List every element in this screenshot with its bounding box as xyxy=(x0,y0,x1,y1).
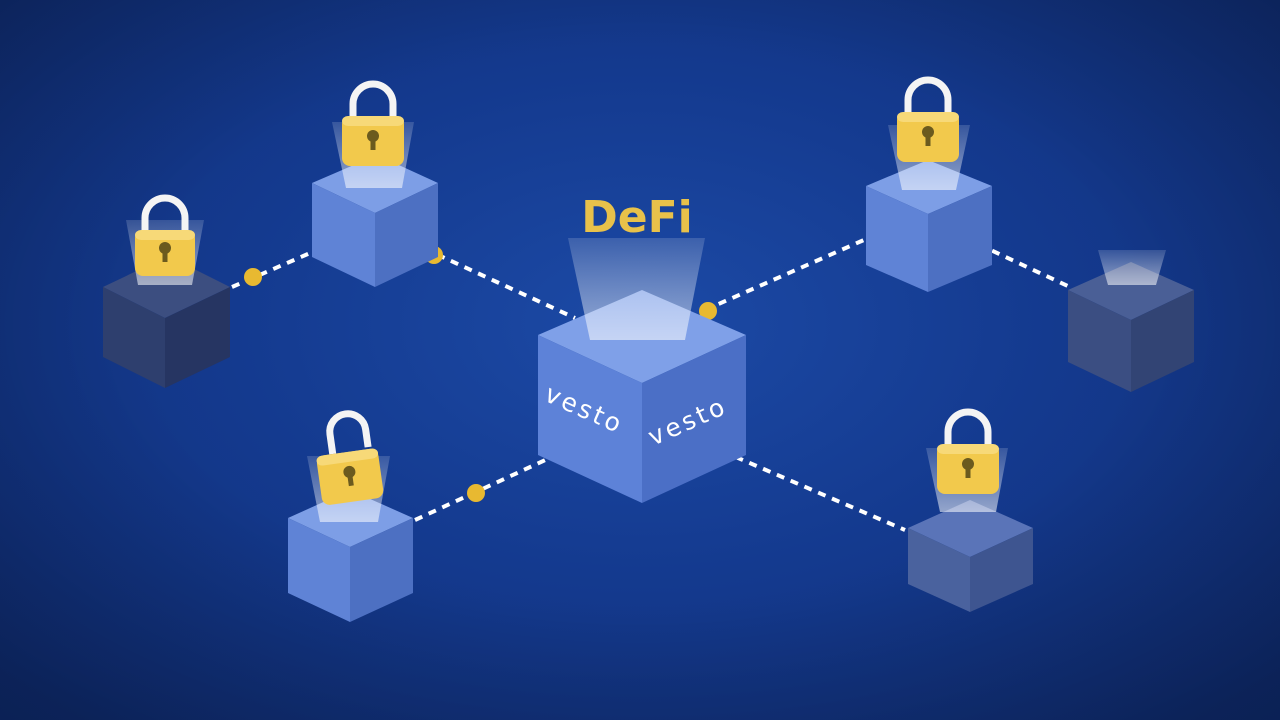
link-center-to-top-right xyxy=(704,230,883,312)
cube-right xyxy=(970,528,1033,612)
data-dot xyxy=(699,302,717,320)
lock-icon xyxy=(897,76,959,162)
cube-left xyxy=(312,183,375,287)
unlocked-lock-icon xyxy=(316,410,384,505)
cube-right xyxy=(928,186,992,292)
lock-icon xyxy=(342,80,404,166)
cube-right xyxy=(642,335,746,503)
cube-right xyxy=(165,287,230,388)
defi-title: DeFi xyxy=(581,192,693,243)
data-dot xyxy=(467,484,485,502)
cube-right xyxy=(1131,290,1194,392)
light-beam xyxy=(1098,250,1166,285)
cube-left xyxy=(288,518,350,622)
cube-left xyxy=(866,186,928,292)
cube-left xyxy=(103,287,165,388)
cube-left xyxy=(1068,290,1131,392)
node-far-right xyxy=(1068,250,1194,392)
lock-icon xyxy=(937,408,999,494)
cube-left xyxy=(908,528,970,612)
lock-icon xyxy=(135,194,195,276)
cube-left xyxy=(538,335,642,503)
cube-right xyxy=(350,518,413,622)
node-top-right xyxy=(866,76,992,292)
node-top-left xyxy=(312,80,438,287)
node-far-left xyxy=(103,194,230,388)
cube-right xyxy=(375,183,438,287)
light-beam xyxy=(568,238,705,340)
cube-top xyxy=(103,256,230,318)
cube-top xyxy=(1068,262,1194,320)
cube-top xyxy=(908,500,1033,557)
node-center-vesto: DeFi vesto vesto xyxy=(538,192,746,503)
link-center-to-bottom-right xyxy=(707,443,906,532)
node-bottom-left xyxy=(288,410,413,622)
data-dot xyxy=(244,268,262,286)
node-bottom-right xyxy=(908,408,1033,612)
